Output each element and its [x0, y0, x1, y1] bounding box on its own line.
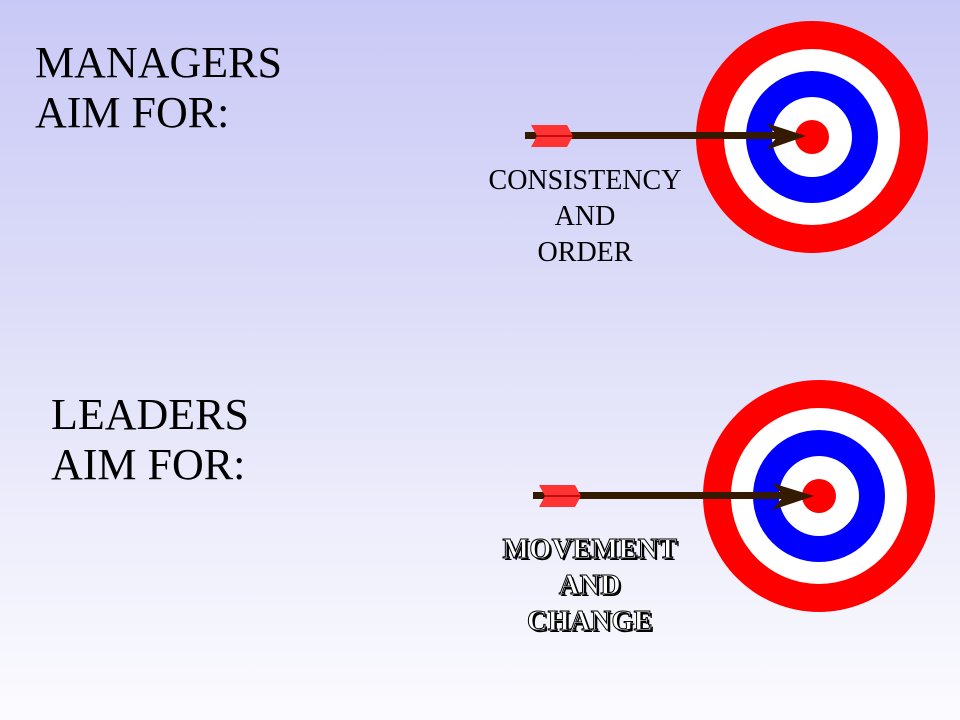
managers-caption-line-3: ORDER — [537, 237, 633, 268]
target-bullseye — [802, 479, 836, 513]
managers-heading-line-2: AIM FOR: — [35, 88, 230, 137]
target-bullseye — [795, 120, 829, 154]
arrow-head — [772, 483, 814, 510]
leaders-heading-line-2: AIM FOR: — [51, 440, 246, 489]
managers-heading: MANAGERS AIM FOR: — [35, 38, 282, 138]
managers-target-icon — [525, 21, 928, 253]
managers-caption: CONSISTENCY AND ORDER — [460, 163, 710, 271]
leaders-caption-line-3: CHANGE — [527, 606, 653, 638]
managers-arrow-icon — [525, 123, 806, 150]
leaders-caption: MOVEMENT AND CHANGE — [460, 532, 720, 640]
managers-caption-line-1: CONSISTENCY — [488, 165, 682, 196]
leaders-caption-line-1: MOVEMENT — [502, 534, 678, 566]
leaders-target-icon — [533, 380, 935, 612]
leaders-heading: LEADERS AIM FOR: — [51, 390, 249, 490]
arrow-shaft — [525, 132, 780, 139]
arrow-shaft — [533, 492, 786, 499]
managers-heading-line-1: MANAGERS — [35, 38, 282, 87]
leaders-caption-line-2: AND — [558, 570, 622, 602]
leaders-heading-line-1: LEADERS — [51, 390, 249, 439]
managers-caption-line-2: AND — [554, 201, 616, 232]
leaders-arrow-icon — [533, 483, 814, 510]
arrow-head — [766, 123, 806, 150]
